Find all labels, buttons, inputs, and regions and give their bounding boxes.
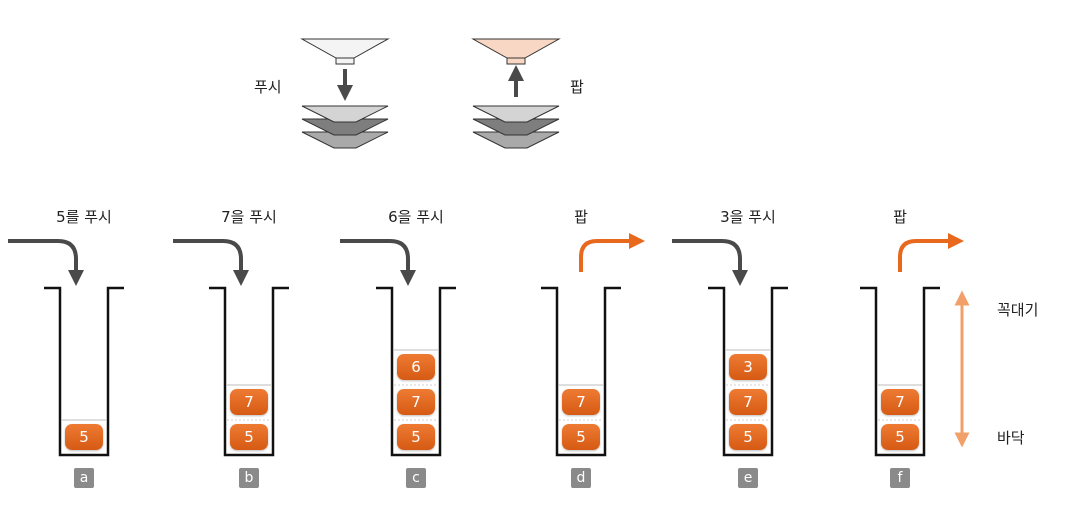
push-arrow [173,239,249,286]
stack-container [541,286,621,457]
pop-legend-label: 팝 [570,78,584,96]
push-legend-label: 푸시 [254,78,282,96]
step-caption: 5를 푸시 [56,208,112,226]
stack-item: 6 [397,354,435,380]
stack-item: 7 [729,389,767,415]
stack-item: 7 [562,389,600,415]
stack-item: 7 [881,389,919,415]
plate-stack-icon [301,105,389,149]
bottom-label: 바닥 [997,429,1025,447]
step-caption: 6을 푸시 [388,208,444,226]
step-tag: b [239,468,259,488]
push-arrow [8,239,84,286]
step-tag: a [74,468,94,488]
push-arrow [340,239,416,286]
stack-item: 3 [729,354,767,380]
stack-item: 5 [729,424,767,450]
step-caption: 3을 푸시 [720,208,776,226]
stack-container [860,286,940,457]
plate-stack-icon [472,105,560,149]
removed-plate-icon [471,38,561,59]
push-legend [300,38,390,149]
stack-item: 5 [881,424,919,450]
incoming-plate-icon [300,38,390,59]
stack-container [209,286,289,457]
pop-legend [471,38,561,149]
step-caption: 7을 푸시 [221,208,277,226]
step-caption: 팝 [893,208,907,226]
stack-container [708,286,788,457]
step-tag: f [890,468,910,488]
step-tag: d [571,468,591,488]
stack-item: 5 [65,424,103,450]
pop-arrow [898,233,964,272]
stack-item: 7 [397,389,435,415]
stack-item: 5 [397,424,435,450]
stack-item: 5 [562,424,600,450]
push-arrow [672,239,748,286]
stack-container [44,286,124,457]
step-tag: c [406,468,426,488]
stack-item: 7 [230,389,268,415]
top-label: 꼭대기 [997,301,1039,319]
step-tag: e [738,468,758,488]
pop-arrow [579,233,645,272]
stack-item: 5 [230,424,268,450]
step-caption: 팝 [574,208,588,226]
stack-container [376,286,456,457]
